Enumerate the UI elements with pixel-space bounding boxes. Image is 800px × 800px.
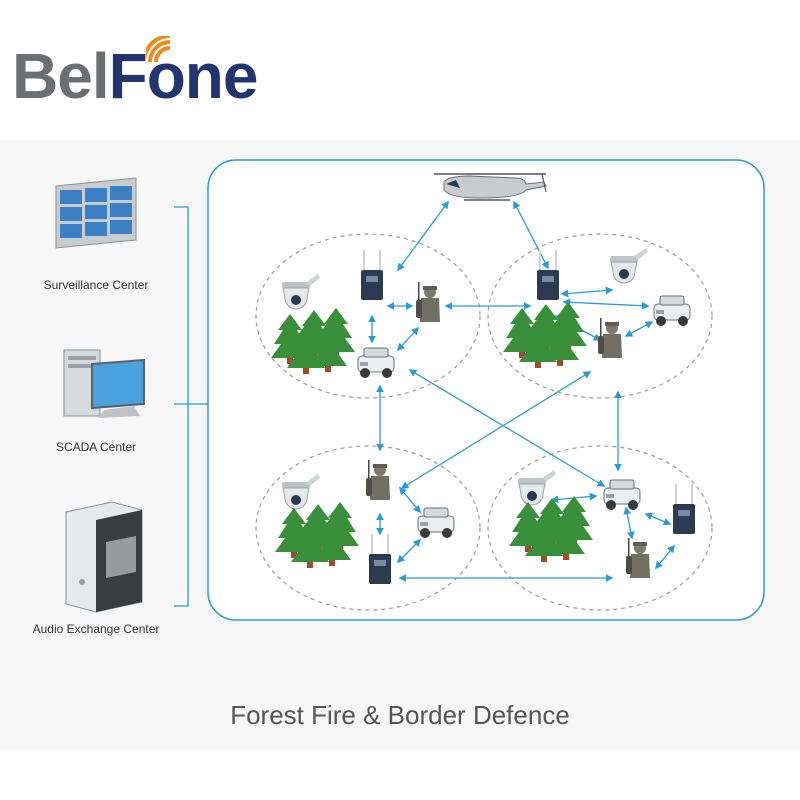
desktop-computer-icon: [63, 349, 145, 418]
audio-exchange-center-label: Audio Exchange Center: [32, 622, 160, 636]
helicopter-icon: [434, 173, 547, 201]
link-lines: [368, 200, 675, 582]
logo-text-fone: Fone: [108, 40, 259, 112]
server-tower-icon: [65, 501, 143, 613]
logo-text-bel: Bel: [12, 40, 110, 112]
scada-center-label: SCADA Center: [55, 440, 137, 454]
zone-bottom-left: [255, 445, 481, 611]
signal-icon: [146, 36, 171, 63]
center-bracket: [174, 206, 189, 607]
surveillance-center-label: Surveillance Center: [43, 278, 149, 292]
belfone-logo: BelFone: [12, 36, 259, 116]
diagram-caption: Forest Fire & Border Defence: [230, 700, 570, 730]
video-wall-icon: [55, 177, 137, 249]
zone-top-left: [255, 233, 481, 399]
